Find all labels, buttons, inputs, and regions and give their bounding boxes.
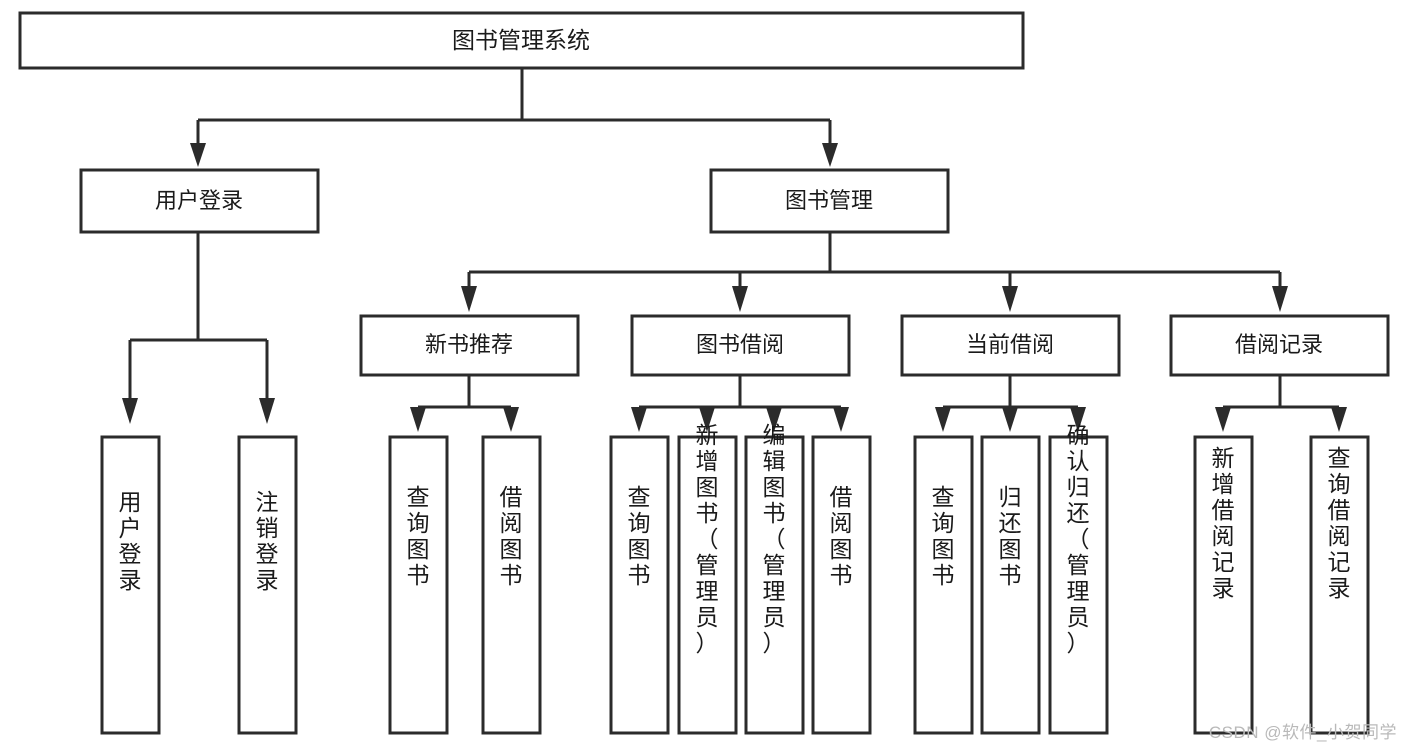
leaf-bookborrow-edit-label: 编辑图书（管理员） [763, 422, 786, 656]
leaf-borrowrecord-add-label: 新增借阅记录 [1212, 445, 1235, 601]
arrow-down-icon [1331, 407, 1347, 432]
leaf-borrowrecord-query[interactable]: 查询借阅记录 [1309, 435, 1370, 735]
leaf-newbook-borrow[interactable]: 借阅图书 [481, 435, 542, 735]
node-borrow-record-label: 借阅记录 [1235, 332, 1323, 357]
connector-currentborrow-to-leaves [935, 375, 1086, 432]
arrow-down-icon [935, 407, 951, 432]
leaf-bookborrow-edit[interactable]: 编辑图书（管理员） [744, 422, 805, 735]
leaf-newbook-borrow-label: 借阅图书 [500, 484, 523, 588]
leaf-currentborrow-confirm-label: 确认归还（管理员） [1067, 422, 1090, 656]
node-book-borrow-label: 图书借阅 [696, 332, 784, 357]
arrow-down-icon [732, 286, 748, 312]
arrow-down-icon [1002, 286, 1018, 312]
node-book-management-label: 图书管理 [785, 188, 873, 213]
node-book-management[interactable]: 图书管理 [709, 168, 950, 234]
arrow-down-icon [190, 143, 206, 167]
leaf-borrowrecord-query-label: 查询借阅记录 [1328, 445, 1351, 601]
node-current-borrow[interactable]: 当前借阅 [900, 314, 1121, 377]
node-book-borrow[interactable]: 图书借阅 [630, 314, 851, 377]
csdn-watermark: CSDN @软件_小贺同学 [1208, 723, 1397, 742]
leaf-bookborrow-query[interactable]: 查询图书 [609, 435, 670, 735]
arrow-down-icon [822, 143, 838, 167]
arrow-down-icon [410, 407, 426, 432]
node-user-login-label: 用户登录 [155, 188, 243, 213]
node-root-label: 图书管理系统 [452, 27, 590, 53]
arrow-down-icon [699, 407, 715, 432]
leaf-user-login-login[interactable]: 用户登录 [100, 435, 161, 735]
arrow-down-icon [1272, 286, 1288, 312]
node-borrow-record[interactable]: 借阅记录 [1169, 314, 1390, 377]
leaf-borrowrecord-add[interactable]: 新增借阅记录 [1193, 435, 1254, 735]
leaf-bookborrow-add[interactable]: 新增图书（管理员） [677, 422, 738, 735]
leaf-currentborrow-query[interactable]: 查询图书 [913, 435, 974, 735]
leaf-bookborrow-query-label: 查询图书 [628, 484, 651, 588]
leaf-currentborrow-return[interactable]: 归还图书 [980, 435, 1041, 735]
leaf-newbook-query[interactable]: 查询图书 [388, 435, 449, 735]
leaf-user-login-login-label: 用户登录 [119, 489, 142, 593]
arrow-down-icon [122, 398, 138, 424]
leaf-newbook-query-label: 查询图书 [407, 484, 430, 588]
arrow-down-icon [1070, 407, 1086, 432]
arrow-down-icon [631, 407, 647, 432]
arrow-down-icon [833, 407, 849, 432]
leaf-currentborrow-confirm[interactable]: 确认归还（管理员） [1048, 422, 1109, 735]
connector-root-to-level2 [190, 68, 838, 167]
leaf-user-login-logout-label: 注销登录 [256, 489, 279, 593]
node-new-book-recommend[interactable]: 新书推荐 [359, 314, 580, 377]
node-current-borrow-label: 当前借阅 [966, 332, 1054, 357]
connector-bookmgmt-to-level3 [461, 232, 1288, 312]
arrow-down-icon [503, 407, 519, 432]
connector-bookborrow-to-leaves [631, 375, 849, 432]
arrow-down-icon [1215, 407, 1231, 432]
node-root-system[interactable]: 图书管理系统 [18, 11, 1025, 70]
node-new-book-recommend-label: 新书推荐 [425, 332, 513, 357]
arrow-down-icon [1002, 407, 1018, 432]
connector-borrowrecord-to-leaves [1215, 375, 1347, 432]
leaf-user-login-logout[interactable]: 注销登录 [237, 435, 298, 735]
connector-userlogin-to-leaves [122, 232, 275, 424]
leaf-bookborrow-borrow[interactable]: 借阅图书 [811, 435, 872, 735]
node-user-login[interactable]: 用户登录 [79, 168, 320, 234]
arrow-down-icon [766, 407, 782, 432]
leaf-bookborrow-borrow-label: 借阅图书 [830, 484, 853, 588]
arrow-down-icon [461, 286, 477, 312]
leaf-bookborrow-add-label: 新增图书（管理员） [696, 422, 719, 656]
leaf-currentborrow-query-label: 查询图书 [932, 484, 955, 588]
connector-newbook-to-leaves [410, 375, 519, 432]
leaf-currentborrow-return-label: 归还图书 [999, 484, 1022, 588]
arrow-down-icon [259, 398, 275, 424]
